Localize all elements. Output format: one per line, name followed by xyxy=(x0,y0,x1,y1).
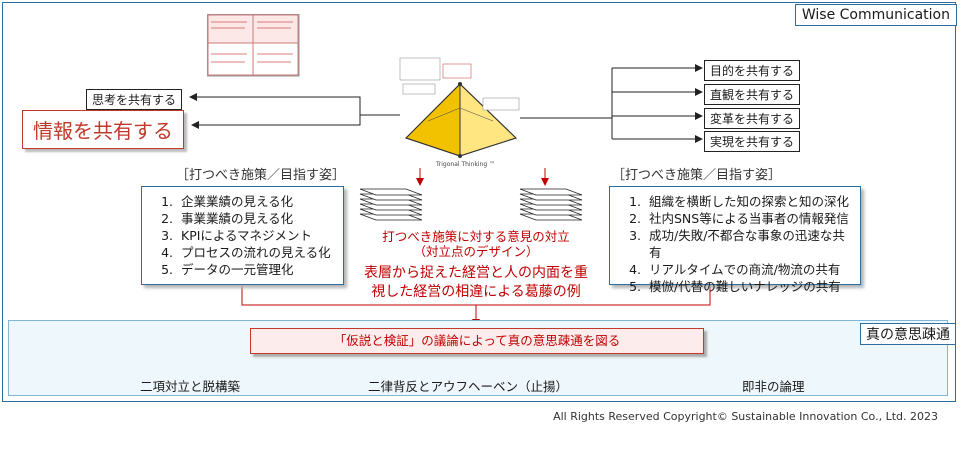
left-list-box: 企業業績の見える化 事業業績の見える化 KPIによるマネジメント プロセスの流れ… xyxy=(141,186,344,285)
brand-label: Wise Communication xyxy=(794,4,957,26)
document-stack-right xyxy=(519,188,583,221)
bottom-item-3: 即非の論理 xyxy=(742,379,805,394)
info-share-box: 情報を共有する xyxy=(22,110,184,149)
list-item: データの一元管理化 xyxy=(177,261,335,278)
copyright: All Rights Reserved Copyright© Sustainab… xyxy=(553,410,938,423)
list-item: リアルタイムでの商流/物流の共有 xyxy=(645,261,852,278)
left-list: 企業業績の見える化 事業業績の見える化 KPIによるマネジメント プロセスの流れ… xyxy=(142,187,343,278)
right-heading: ［打つべき施策／目指す姿］ xyxy=(612,168,782,183)
right-tag-1: 目的を共有する xyxy=(704,60,801,81)
right-list: 組織を横断した知の探索と知の深化 社内SNS等による当事者の情報発信 成功/失敗… xyxy=(610,187,860,295)
list-item: プロセスの流れの見える化 xyxy=(177,244,335,261)
main-frame xyxy=(2,2,956,402)
band-title: 真の意思疎通 xyxy=(860,323,956,345)
right-tag-3: 変革を共有する xyxy=(704,108,801,129)
left-heading: ［打つべき施策／目指す姿］ xyxy=(176,168,346,183)
conflict-caption-line1: 打つべき施策に対する意見の対立 xyxy=(382,229,570,244)
pyramid-label: Trigonal Thinking ™ xyxy=(435,161,495,168)
list-item: 社内SNS等による当事者の情報発信 xyxy=(645,210,852,227)
matrix-thumbnail xyxy=(207,14,300,77)
list-item: KPIによるマネジメント xyxy=(177,227,335,244)
bottom-item-1: 二項対立と脱構築 xyxy=(140,379,241,394)
hypothesis-box: 「仮説と検証」の議論によって真の意思疎通を図る xyxy=(250,328,704,354)
document-stack-left xyxy=(359,188,423,221)
conflict-example: 表層から捉えた経営と人の内面を重 視した経営の相違による葛藤の例 xyxy=(340,264,612,302)
conflict-example-line2: 視した経営の相違による葛藤の例 xyxy=(371,284,581,300)
think-share-tag: 思考を共有する xyxy=(86,89,183,110)
right-list-box: 組織を横断した知の探索と知の深化 社内SNS等による当事者の情報発信 成功/失敗… xyxy=(609,186,861,294)
trigonal-pyramid: Trigonal Thinking ™ xyxy=(399,57,520,168)
right-tag-4: 実現を共有する xyxy=(704,131,801,152)
list-item: 成功/失敗/不都合な事象の迅速な共有 xyxy=(645,227,852,261)
right-tag-2: 直観を共有する xyxy=(704,84,801,105)
conflict-caption-line2: （対立点のデザイン） xyxy=(413,244,539,259)
conflict-example-line1: 表層から捉えた経営と人の内面を重 xyxy=(364,265,588,281)
bottom-item-2: 二律背反とアウフヘーベン（止揚） xyxy=(368,379,569,394)
list-item: 模倣/代替の難しいナレッジの共有 xyxy=(645,278,852,295)
list-item: 事業業績の見える化 xyxy=(177,210,335,227)
list-item: 企業業績の見える化 xyxy=(177,193,335,210)
conflict-caption: 打つべき施策に対する意見の対立 （対立点のデザイン） xyxy=(346,229,606,259)
list-item: 組織を横断した知の探索と知の深化 xyxy=(645,193,852,210)
